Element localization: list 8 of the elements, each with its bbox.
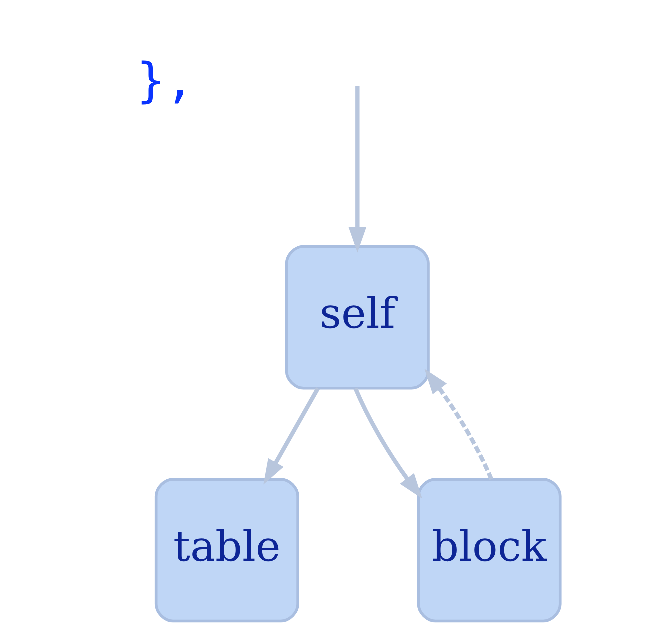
node-box: self (285, 245, 430, 390)
arrow (264, 388, 320, 485)
arrow (424, 368, 494, 480)
node-box: table (154, 478, 300, 623)
arrow (348, 86, 367, 253)
label: }, (136, 54, 194, 109)
node-box: block (417, 478, 562, 623)
arrow (354, 388, 422, 499)
